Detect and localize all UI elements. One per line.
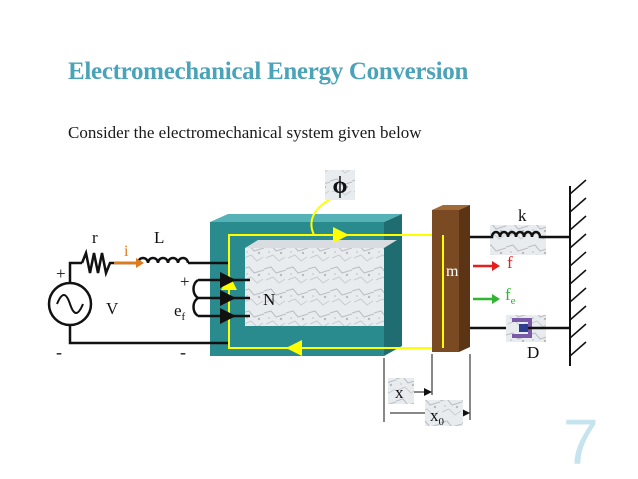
sine-icon (56, 294, 84, 314)
movable-mass (432, 205, 470, 352)
fe-arrowhead (492, 294, 500, 304)
winding-arrows (204, 272, 236, 324)
flux-symbol: ϕ (325, 170, 355, 200)
force-arrowhead (492, 261, 500, 271)
slide-number: 7 (563, 406, 599, 478)
x0-label-box (425, 400, 463, 426)
fixed-wall (569, 179, 587, 366)
source-minus-label: - (56, 342, 62, 362)
source-plus-label: + (56, 264, 66, 283)
mass-label: m (446, 263, 459, 280)
page-title: Electromechanical Energy Conversion (68, 58, 469, 85)
current-label: i (124, 243, 129, 260)
resistor (80, 248, 125, 278)
magnetic-core (210, 214, 402, 356)
spring (470, 225, 570, 255)
damper (470, 315, 570, 342)
emf-label: ef (174, 301, 186, 323)
turns-label: N (263, 290, 275, 309)
flux-label: ϕ (333, 173, 348, 199)
inductor-label: L (154, 228, 164, 247)
fe-label: fe (505, 285, 516, 307)
x-label-box (388, 378, 414, 404)
resistor-label: r (92, 228, 98, 247)
coil-minus-label: - (180, 342, 186, 362)
page-subtitle: Consider the electromechanical system gi… (68, 123, 422, 142)
coil-plus-label: + (180, 272, 190, 291)
ac-source (47, 281, 93, 327)
x-label: x (395, 383, 404, 402)
inductor (136, 256, 190, 264)
x0-label: x0 (430, 406, 445, 428)
current-arrowhead (136, 258, 144, 268)
spring-label: k (518, 206, 527, 225)
source-label: V (106, 299, 119, 318)
damper-label: D (527, 343, 539, 362)
force-label: f (507, 253, 513, 272)
